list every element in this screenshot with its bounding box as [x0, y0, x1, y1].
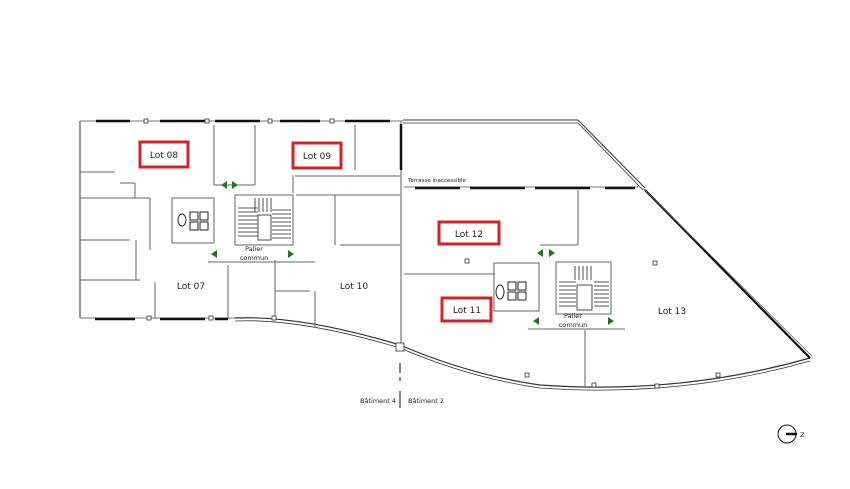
- building-2-label: Bâtiment 2: [408, 397, 444, 405]
- exit-arrow-icon: [537, 249, 543, 257]
- lot-08-label: Lot 08: [150, 151, 178, 161]
- landing-left-line2: commun: [240, 254, 268, 262]
- interior-walls: [80, 125, 586, 388]
- building-2-outline: [403, 119, 813, 359]
- north-arrow-label: Z: [800, 431, 805, 439]
- lot-12-label: Lot 12: [455, 230, 483, 240]
- lot-10-label: Lot 10: [340, 282, 368, 292]
- exit-arrow-icon: [232, 181, 238, 189]
- lot-11-highlight: [440, 296, 493, 323]
- lot-08-highlight: [138, 140, 190, 169]
- core-right: [493, 261, 625, 330]
- exit-arrow-icon: [533, 317, 539, 325]
- building-4-label: Bâtiment 4: [360, 397, 396, 405]
- landing-left-line1: Palier: [245, 245, 263, 253]
- columns: [143, 118, 721, 389]
- lot-09-label: Lot 09: [303, 152, 331, 162]
- building-4-outline: [79, 119, 811, 391]
- exit-arrow-icon: [549, 249, 555, 257]
- labels: Lot 08 Lot 09 Lot 07 Lot 10 Lot 12 Lot 1…: [150, 151, 686, 405]
- exit-arrow-icon: [608, 317, 614, 325]
- exit-arrow-icon: [288, 250, 294, 258]
- lot-12-highlight: [437, 220, 501, 246]
- lot-11-label: Lot 11: [453, 306, 481, 316]
- lot-09-highlight: [291, 141, 343, 170]
- north-arrow-icon: Z: [777, 424, 805, 444]
- landing-right-line2: commun: [559, 321, 587, 329]
- exit-arrow-icon: [211, 250, 217, 258]
- lot-highlights: [138, 140, 501, 323]
- exit-arrow-icon: [221, 181, 227, 189]
- terrace-label: Terrasse inaccessible: [407, 178, 467, 184]
- landing-right-line1: Palier: [564, 312, 582, 320]
- lot-07-label: Lot 07: [177, 282, 205, 292]
- core-left: [171, 194, 315, 263]
- exit-arrows: [211, 181, 614, 325]
- lot-13-label: Lot 13: [658, 307, 686, 317]
